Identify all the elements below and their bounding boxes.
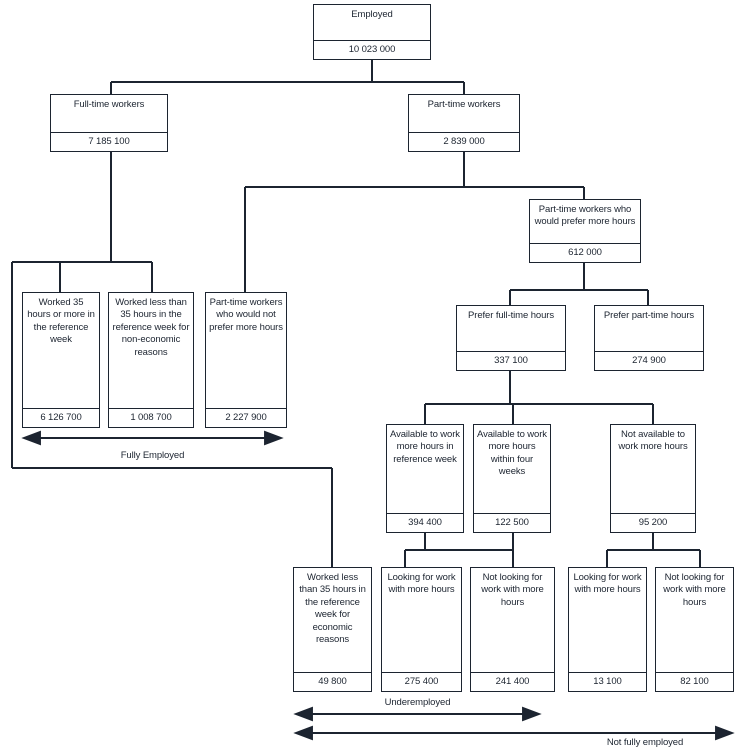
node-worked-35-hours-or-more-label: Worked 35 hours or more in the reference… <box>27 297 95 346</box>
node-available-reference-week-value: 394 400 <box>387 513 463 532</box>
node-prefer-full-time-hours-label: Prefer full-time hours <box>468 310 554 321</box>
node-available-within-four-weeks-value: 122 500 <box>474 513 550 532</box>
node-full-time-workers[interactable]: Full-time workers 7 185 100 <box>50 94 168 152</box>
node-part-time-not-prefer-more-hours[interactable]: Part-time workers who would not prefer m… <box>205 292 287 428</box>
node-looking-for-work-a-value: 275 400 <box>382 672 461 691</box>
node-looking-for-work-a-label: Looking for work with more hours <box>387 572 456 596</box>
node-part-time-workers-value: 2 839 000 <box>409 132 519 151</box>
node-not-looking-for-work-a-label: Not looking for work with more hours <box>481 572 544 608</box>
node-worked-35-hours-or-more-value: 6 126 700 <box>23 408 99 427</box>
node-part-time-not-prefer-more-hours-label: Part-time workers who would not prefer m… <box>209 297 283 333</box>
node-available-reference-week[interactable]: Available to work more hours in referenc… <box>386 424 464 533</box>
node-looking-for-work-a[interactable]: Looking for work with more hours 275 400 <box>381 567 462 692</box>
node-available-reference-week-label: Available to work more hours in referenc… <box>390 429 460 465</box>
node-employed-value: 10 023 000 <box>314 40 430 59</box>
node-not-looking-for-work-b-label: Not looking for work with more hours <box>663 572 726 608</box>
node-looking-for-work-b[interactable]: Looking for work with more hours 13 100 <box>568 567 647 692</box>
node-prefer-full-time-hours-value: 337 100 <box>457 351 565 370</box>
node-prefer-part-time-hours-label: Prefer part-time hours <box>603 310 695 321</box>
node-looking-for-work-b-label: Looking for work with more hours <box>573 572 642 596</box>
node-part-time-not-prefer-more-hours-value: 2 227 900 <box>206 408 286 427</box>
node-available-within-four-weeks-label: Available to work more hours within four… <box>477 429 547 478</box>
node-available-within-four-weeks[interactable]: Available to work more hours within four… <box>473 424 551 533</box>
node-not-looking-for-work-b[interactable]: Not looking for work with more hours 82 … <box>655 567 734 692</box>
node-worked-35-hours-or-more[interactable]: Worked 35 hours or more in the reference… <box>22 292 100 428</box>
node-prefer-part-time-hours-value: 274 900 <box>595 351 703 370</box>
node-worked-less-economic[interactable]: Worked less than 35 hours in the referen… <box>293 567 372 692</box>
node-employed[interactable]: Employed 10 023 000 <box>313 4 431 60</box>
node-not-available-more-hours-value: 95 200 <box>611 513 695 532</box>
node-worked-less-non-economic[interactable]: Worked less than 35 hours in the referen… <box>108 292 194 428</box>
bracket-label-underemployed: Underemployed <box>384 697 451 708</box>
node-not-available-more-hours-label: Not available to work more hours <box>618 429 688 453</box>
node-part-time-prefer-more-hours-label: Part-time workers who would prefer more … <box>534 204 636 228</box>
node-part-time-prefer-more-hours[interactable]: Part-time workers who would prefer more … <box>529 199 641 263</box>
bracket-label-fully-employed: Fully Employed <box>120 450 185 461</box>
node-part-time-workers-label: Part-time workers <box>427 99 501 110</box>
bracket-label-not-fully-employed: Not fully employed <box>606 737 684 748</box>
node-not-looking-for-work-a-value: 241 400 <box>471 672 554 691</box>
node-not-looking-for-work-b-value: 82 100 <box>656 672 733 691</box>
node-not-looking-for-work-a[interactable]: Not looking for work with more hours 241… <box>470 567 555 692</box>
node-part-time-workers[interactable]: Part-time workers 2 839 000 <box>408 94 520 152</box>
node-worked-less-non-economic-value: 1 008 700 <box>109 408 193 427</box>
node-worked-less-economic-value: 49 800 <box>294 672 371 691</box>
node-prefer-part-time-hours[interactable]: Prefer part-time hours 274 900 <box>594 305 704 371</box>
node-full-time-workers-value: 7 185 100 <box>51 132 167 151</box>
node-full-time-workers-label: Full-time workers <box>73 99 145 110</box>
node-worked-less-non-economic-label: Worked less than 35 hours in the referen… <box>112 297 190 358</box>
node-part-time-prefer-more-hours-value: 612 000 <box>530 243 640 262</box>
node-prefer-full-time-hours[interactable]: Prefer full-time hours 337 100 <box>456 305 566 371</box>
node-looking-for-work-b-value: 13 100 <box>569 672 646 691</box>
node-not-available-more-hours[interactable]: Not available to work more hours 95 200 <box>610 424 696 533</box>
node-worked-less-economic-label: Worked less than 35 hours in the referen… <box>299 572 366 646</box>
node-employed-label: Employed <box>351 9 393 20</box>
